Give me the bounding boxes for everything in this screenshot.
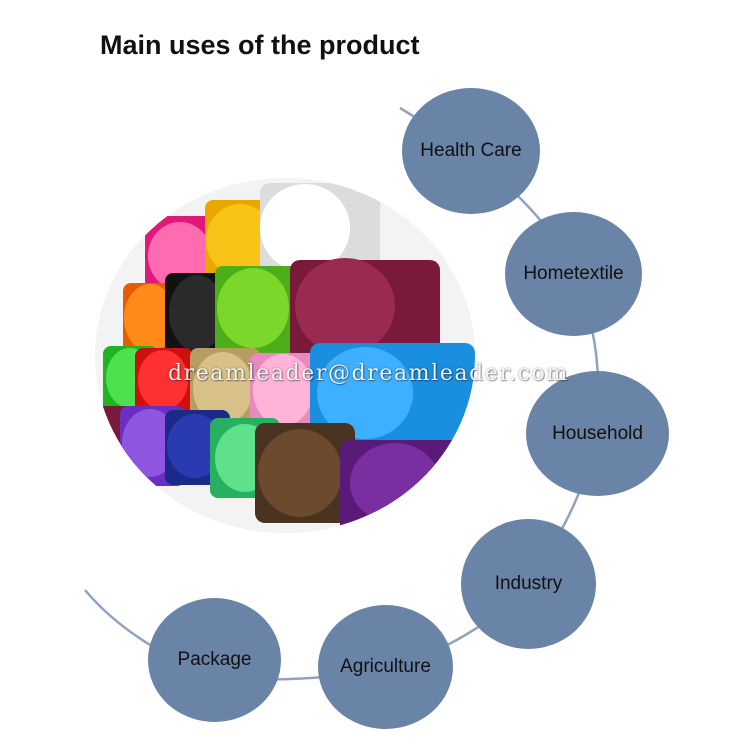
use-household: Household <box>526 371 669 496</box>
use-health-care: Health Care <box>402 88 540 214</box>
use-package: Package <box>148 598 281 722</box>
use-hometextile: Hometextile <box>505 212 642 336</box>
page-title: Main uses of the product <box>100 30 420 60</box>
use-industry: Industry <box>461 519 596 649</box>
use-agriculture: Agriculture <box>318 605 453 729</box>
fabric-rolls-image <box>95 178 475 533</box>
watermark-text: dreamleader@dreamleader.com <box>168 361 569 386</box>
